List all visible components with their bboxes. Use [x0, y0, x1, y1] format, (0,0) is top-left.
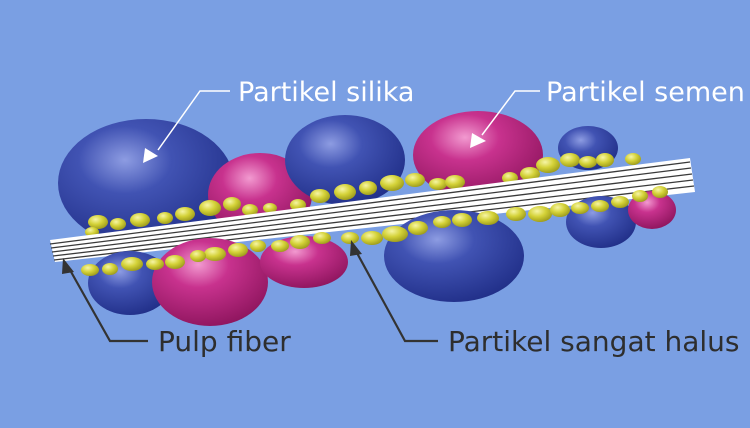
fine-particle	[313, 232, 331, 244]
label-fine-particles: Partikel sangat halus	[448, 325, 740, 358]
fine-particle	[341, 232, 359, 244]
fine-particle	[250, 240, 266, 252]
fine-particle	[550, 203, 570, 217]
fine-particle	[310, 189, 330, 203]
fine-particle	[445, 175, 465, 189]
fine-particle	[175, 207, 195, 221]
fine-particle	[190, 250, 206, 262]
fine-particle	[452, 213, 472, 227]
label-cement: Partikel semen	[546, 77, 745, 108]
fine-particle	[652, 186, 668, 198]
fine-particle	[121, 257, 143, 271]
fine-particle	[199, 200, 221, 216]
fine-particle	[596, 153, 614, 167]
fine-particle	[130, 213, 150, 227]
fine-particle	[88, 215, 108, 229]
fine-particle	[290, 235, 310, 249]
fine-particle	[380, 175, 404, 191]
fine-particle	[632, 190, 648, 202]
fine-particle	[81, 264, 99, 276]
fine-particle	[359, 181, 377, 195]
fine-particle	[146, 258, 164, 270]
fine-particle	[165, 255, 185, 269]
fine-particle	[408, 221, 428, 235]
fine-particle	[110, 218, 126, 230]
fine-particle	[271, 240, 289, 252]
label-pulp-fiber: Pulp fiber	[158, 325, 291, 358]
fine-particle	[204, 247, 226, 261]
fine-particle	[102, 263, 118, 275]
fine-particle	[528, 206, 552, 222]
fine-particle	[228, 243, 248, 257]
fine-particle	[571, 202, 589, 214]
fine-particle	[157, 212, 173, 224]
fine-particle	[611, 196, 629, 208]
fine-particle	[223, 197, 241, 211]
fine-particle	[579, 156, 597, 168]
fine-particle	[429, 178, 447, 190]
fine-particle	[382, 226, 408, 242]
label-silica: Partikel silika	[238, 77, 414, 108]
fine-particle	[560, 153, 580, 167]
fine-particle	[433, 216, 451, 228]
fine-particle	[591, 200, 609, 212]
fine-particle	[477, 211, 499, 225]
fine-particle	[536, 157, 560, 173]
fine-particle	[506, 207, 526, 221]
fine-particle	[334, 184, 356, 200]
fine-particle	[361, 231, 383, 245]
fine-particle	[625, 153, 641, 165]
fine-particle	[405, 173, 425, 187]
